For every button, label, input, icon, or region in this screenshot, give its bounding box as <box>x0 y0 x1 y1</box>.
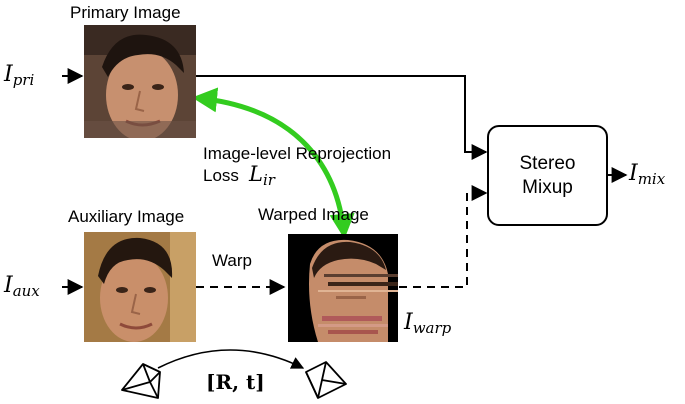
camera-icon-left <box>121 363 161 399</box>
pose-arc <box>157 349 305 369</box>
symbol-i-warp: Iwarp <box>404 310 452 337</box>
loss-label-line1: Image-level Reprojection <box>203 144 392 163</box>
loss-symbol: Lir <box>249 162 275 189</box>
primary-image-label: Primary Image <box>70 3 181 22</box>
warped-image-label: Warped Image <box>258 205 369 224</box>
loss-label-line2: Loss <box>203 166 239 185</box>
face-photo-primary <box>84 25 196 138</box>
stereo-mixup-line1: Stereo <box>519 152 576 174</box>
reprojection-loss-arrow <box>192 87 355 239</box>
auxiliary-image-label: Auxiliary Image <box>68 207 185 226</box>
arrow-warp-to-mixup <box>399 185 488 288</box>
symbol-i-aux: Iaux <box>4 273 40 300</box>
face-photo-auxiliary <box>84 232 196 342</box>
symbol-i-pri: Ipri <box>4 62 35 89</box>
symbol-i-mix: Imix <box>629 161 666 188</box>
stereo-mixup-box: Stereo Mixup <box>487 125 608 226</box>
arrow-pri-to-mixup <box>196 75 488 160</box>
warp-label: Warp <box>212 251 252 270</box>
face-photo-warped <box>288 234 398 342</box>
stereo-mixup-line2: Mixup <box>522 176 573 198</box>
pose-label: [R, t] <box>206 370 265 394</box>
camera-icon-right <box>305 361 347 399</box>
